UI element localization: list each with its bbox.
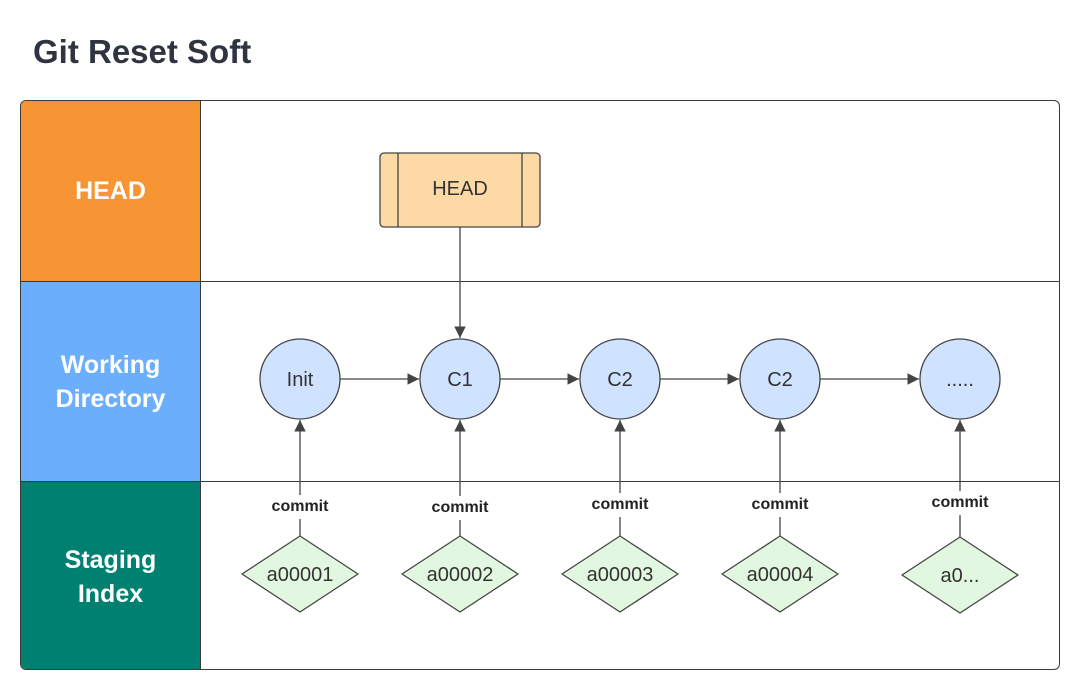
- commit-node: [739, 338, 821, 420]
- edge-label-commit: commit: [272, 498, 330, 515]
- index-diamond: [401, 535, 519, 613]
- edge-label-commit: commit: [592, 496, 650, 513]
- index-label: a00003: [587, 564, 654, 586]
- index-diamond: [721, 535, 839, 613]
- index-diamond: [561, 535, 679, 613]
- lane-divider-1: [201, 281, 1059, 282]
- edge-label-commit: commit: [752, 496, 810, 513]
- edge-label-commit: commit: [432, 499, 490, 516]
- commit-label: .....: [946, 369, 974, 391]
- commit-label: Init: [287, 369, 314, 391]
- commit-label: C1: [447, 369, 473, 391]
- lane-label-head: HEAD: [21, 101, 201, 281]
- index-label: a0...: [941, 565, 980, 587]
- index-diamond: [241, 535, 359, 613]
- index-diamond: [901, 536, 1019, 614]
- lane-divider-2: [201, 481, 1059, 482]
- commit-node: [919, 338, 1001, 420]
- commit-node: [259, 338, 341, 420]
- lane-wd-text: Working Directory: [55, 350, 166, 413]
- index-label: a00004: [747, 564, 814, 586]
- commit-label: C2: [607, 369, 633, 391]
- commit-node: [579, 338, 661, 420]
- head-pointer-label: HEAD: [432, 178, 488, 200]
- lane-head-text: HEAD: [75, 177, 146, 205]
- diagram-title: Git Reset Soft: [33, 33, 252, 70]
- edge-label-commit: commit: [932, 494, 990, 511]
- commit-label: C2: [767, 369, 793, 391]
- swimlane-diagram: HEAD Working Directory Staging Index: [20, 100, 1060, 670]
- commit-node: [419, 338, 501, 420]
- index-label: a00002: [427, 564, 494, 586]
- lane-label-staging-index: Staging Index: [21, 481, 201, 669]
- lane-label-working-directory: Working Directory: [21, 281, 201, 481]
- lane-si-text: Staging Index: [64, 545, 157, 608]
- index-label: a00001: [267, 564, 334, 586]
